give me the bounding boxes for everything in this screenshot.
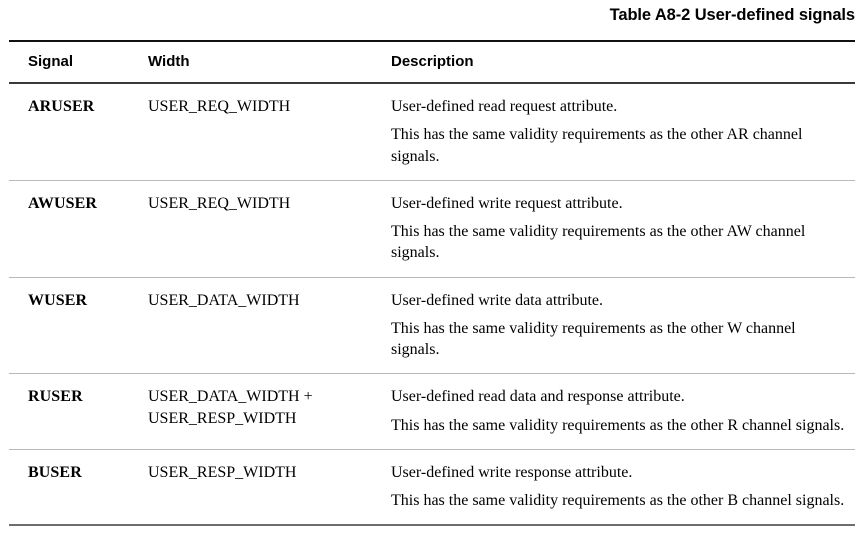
cell-signal-width: USER_DATA_WIDTH xyxy=(148,277,391,374)
cell-signal-name: ARUSER xyxy=(28,98,95,115)
cell-signal-width: USER_DATA_WIDTH + USER_RESP_WIDTH xyxy=(148,374,391,450)
cell-signal-name: BUSER xyxy=(28,463,82,481)
table-row: AWUSER USER_REQ_WIDTH User-defined write r… xyxy=(9,180,855,278)
cell-signal-width: USER_REQ_WIDTH xyxy=(148,83,391,180)
cell-signal-width: USER_RESP_WIDTH xyxy=(148,449,391,525)
description-line: This has the same validity requirements … xyxy=(391,223,806,262)
description-line: This has the same validity requirements … xyxy=(391,416,845,434)
column-header-signal: Signal xyxy=(28,53,74,70)
table-row: ARUSER USER_REQ_WIDTH User-defined read re… xyxy=(9,83,855,181)
table-row: WUSER USER_DATA_WIDTH User-defined write d… xyxy=(9,277,855,374)
description-line: This has the same validity requirements … xyxy=(391,126,803,165)
cell-signal-width: USER_REQ_WIDTH xyxy=(148,180,391,277)
column-header-description: Description xyxy=(391,53,474,70)
cell-signal-name: WUSER xyxy=(28,291,88,309)
width-line: USER_RESP_WIDTH xyxy=(148,409,297,427)
cell-signal-name: AWUSER xyxy=(28,194,98,212)
table-row: BUSER USER_RESP_WIDTH User-defined write r… xyxy=(9,449,855,526)
table-header-row: Signal Width Description xyxy=(9,41,855,83)
cell-signal-description: User-defined read data and response attr… xyxy=(391,374,855,450)
description-line: User-defined write data attribute. xyxy=(391,291,604,309)
description-line: User-defined read data and response attr… xyxy=(391,388,685,406)
width-line: USER_RESP_WIDTH xyxy=(148,463,297,481)
table-header: Signal Width Description xyxy=(9,41,855,83)
width-line: USER_DATA_WIDTH xyxy=(148,291,300,309)
table-caption: Table A8-2 User-defined signals xyxy=(609,6,855,24)
cell-signal-name: RUSER xyxy=(28,388,83,406)
cell-signal-description: User-defined read request attribute. This… xyxy=(391,83,855,180)
description-line: User-defined read request attribute. xyxy=(391,98,618,115)
cell-signal-description: User-defined write data attribute. This h… xyxy=(391,277,855,374)
width-line: USER_REQ_WIDTH xyxy=(148,98,291,115)
table-row: RUSER USER_DATA_WIDTH + USER_RESP_WIDTH Use… xyxy=(9,374,855,450)
description-line: User-defined write request attribute. xyxy=(391,194,623,212)
width-line: USER_DATA_WIDTH + xyxy=(148,388,313,406)
signals-table-container: Signal Width Description ARUSER USER_REQ_… xyxy=(9,40,855,526)
column-header-width: Width xyxy=(148,53,190,70)
user-defined-signals-table: Signal Width Description ARUSER USER_REQ_… xyxy=(9,40,855,526)
description-line: User-defined write response attribute. xyxy=(391,463,633,481)
cell-signal-description: User-defined write request attribute. Thi… xyxy=(391,180,855,277)
description-line: This has the same validity requirements … xyxy=(391,492,845,510)
description-line: This has the same validity requirements … xyxy=(391,319,796,359)
table-body: ARUSER USER_REQ_WIDTH User-defined read re… xyxy=(9,83,855,526)
cell-signal-description: User-defined write response attribute. Th… xyxy=(391,449,855,525)
width-line: USER_REQ_WIDTH xyxy=(148,194,291,212)
